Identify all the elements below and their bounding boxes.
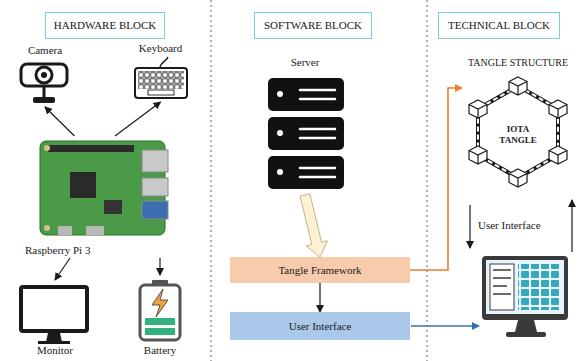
- connector: [55, 258, 70, 280]
- flow-arrow: [469, 205, 470, 248]
- keyboard-node: Keyboard: [128, 42, 193, 102]
- tangle-structure: [469, 77, 567, 187]
- connector: [159, 258, 160, 275]
- flow-arrow: [571, 200, 572, 252]
- block-header: TECHNICAL BLOCK: [438, 12, 560, 39]
- battery-node: Battery: [128, 275, 192, 358]
- camera-node: Camera: [15, 42, 75, 107]
- keyboard-icon: [135, 57, 187, 98]
- node-text: Camera: [28, 44, 62, 57]
- node-text: HARDWARE BLOCK: [54, 19, 156, 32]
- arrow-label: User Interface: [476, 219, 543, 232]
- connector: [115, 102, 161, 136]
- monitor-icon: [21, 287, 87, 344]
- connector: [45, 107, 75, 136]
- separator: [427, 0, 428, 361]
- flow-arrow: [411, 325, 479, 327]
- connector: [300, 194, 327, 257]
- node-text: Keyboard: [139, 42, 182, 55]
- node-text: Raspberry Pi 3: [25, 244, 90, 257]
- node-text: User Interface: [289, 320, 352, 333]
- camera-icon: [21, 64, 67, 103]
- connector: [410, 88, 462, 270]
- node-text: Tangle Framework: [278, 264, 361, 277]
- node-text: Monitor: [37, 344, 73, 357]
- computer-icon: [482, 256, 568, 337]
- raspberry-pi-board: [40, 141, 168, 235]
- connector: [319, 283, 320, 312]
- block-header: HARDWARE BLOCK: [45, 12, 165, 39]
- node-text: TANGLE STRUCTURE: [468, 56, 568, 69]
- process-box: User Interface: [230, 312, 410, 340]
- monitor-node: Monitor: [15, 280, 95, 358]
- tangle-node: TANGLE STRUCTURE IOTA TANGLE: [462, 52, 574, 202]
- block-header: SOFTWARE BLOCK: [254, 12, 372, 39]
- server-node: Server: [255, 52, 355, 195]
- node-text: Battery: [144, 344, 176, 357]
- node-text: SOFTWARE BLOCK: [264, 19, 362, 32]
- raspberry-pi-node: Raspberry Pi 3: [25, 136, 175, 258]
- node-text: TECHNICAL BLOCK: [448, 19, 550, 32]
- server-icon: [268, 78, 344, 189]
- node-text: Server: [291, 56, 320, 69]
- process-box: Tangle Framework: [230, 257, 410, 283]
- node-text: IOTA TANGLE: [496, 124, 540, 146]
- battery-icon: [140, 280, 180, 340]
- separator: [211, 0, 212, 361]
